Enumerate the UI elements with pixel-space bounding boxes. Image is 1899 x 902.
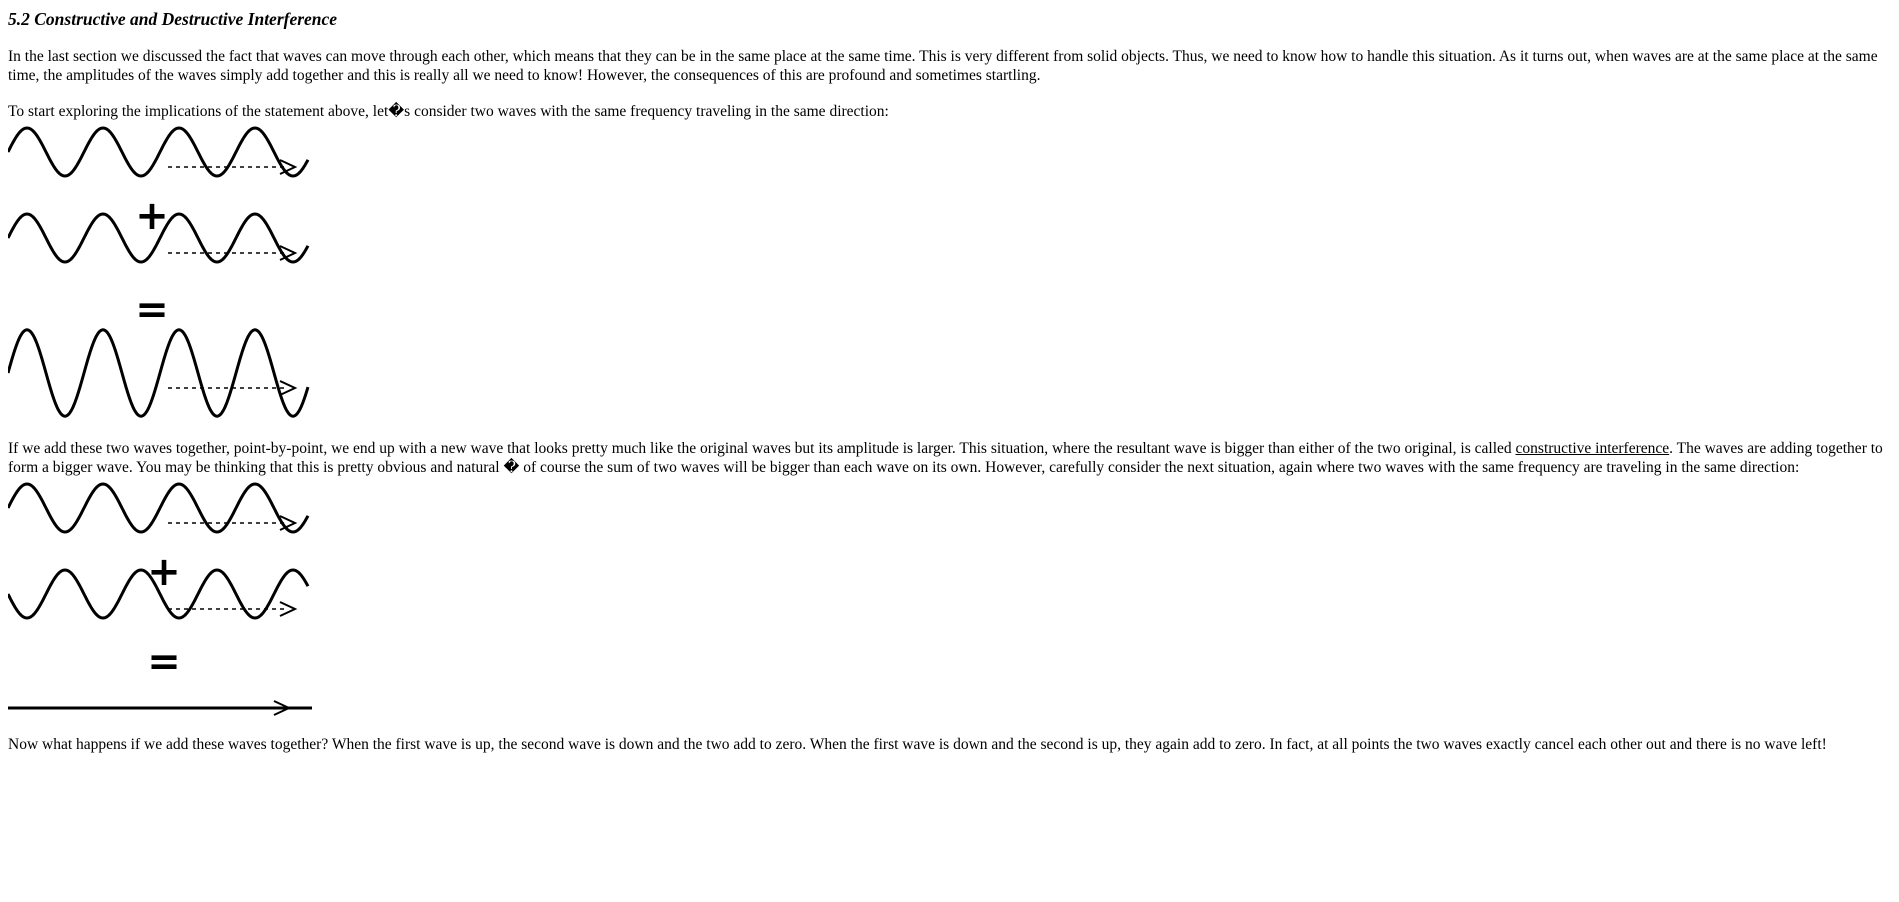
plus-sign-2: + xyxy=(147,549,181,595)
equals-sign-2: = xyxy=(147,639,181,685)
destructive-paragraph: Now what happens if we add these waves t… xyxy=(8,736,1827,753)
constructive-text-before: If we add these two waves together, poin… xyxy=(8,440,1516,457)
destructive-interference-figure: + = xyxy=(8,482,312,716)
start-paragraph: To start exploring the implications of t… xyxy=(8,103,889,120)
constructive-wave-1-arrowhead xyxy=(279,159,298,175)
destructive-wave-1-arrowhead xyxy=(279,515,298,531)
constructive-result-wave xyxy=(8,328,310,418)
destructive-wave-2-arrowhead xyxy=(279,601,298,617)
section-title: 5.2 Constructive and Destructive Interfe… xyxy=(8,9,338,29)
destructive-wave-1 xyxy=(8,482,310,534)
constructive-paragraph: If we add these two waves together, poin… xyxy=(8,439,1899,477)
constructive-interference-figure: + = xyxy=(8,126,310,418)
destructive-wave-2 xyxy=(8,568,310,620)
constructive-interference-link[interactable]: constructive interference xyxy=(1515,440,1670,457)
equals-sign: = xyxy=(135,287,169,333)
intro-paragraph: In the last section we discussed the fac… xyxy=(8,48,1878,84)
constructive-wave-1 xyxy=(8,126,310,178)
destructive-result-arrowhead xyxy=(273,700,292,716)
constructive-wave-2-arrowhead xyxy=(279,245,298,261)
constructive-text-after: . The waves are adding together to form … xyxy=(8,440,1883,476)
constructive-result-arrowhead xyxy=(279,380,298,396)
constructive-wave-2 xyxy=(8,212,310,264)
